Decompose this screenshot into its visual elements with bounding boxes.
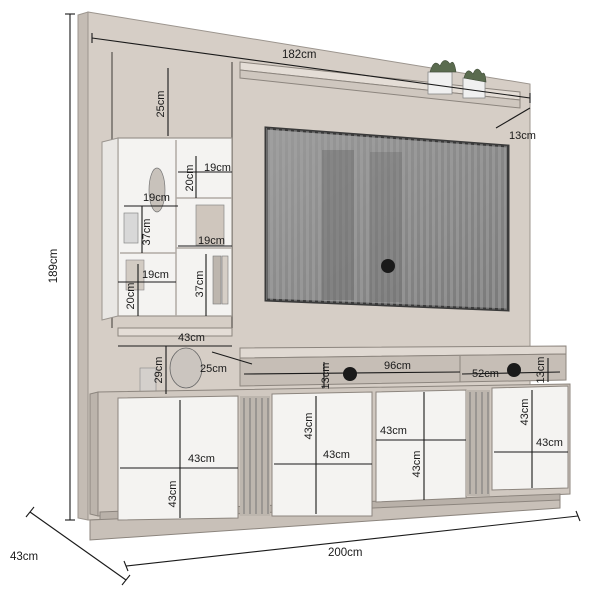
label-door-mid2-w: 43cm [380,425,407,437]
label-door-right-h: 43cm [519,399,531,426]
label-width-total: 200cm [328,547,363,559]
marker-96 [343,367,357,381]
tv-screen [264,126,510,312]
label-top-gap: 25cm [155,91,167,118]
label-shelf-depth: 13cm [509,130,536,142]
label-depth-total: 43cm [10,551,38,563]
door-left [117,395,239,521]
label-tv-shelf-13: 13cm [320,363,332,390]
tv-counter [239,345,567,387]
door-mid-1 [271,391,373,517]
label-height-total: 189cm [48,249,60,284]
label-niche-19-b: 19cm [143,192,170,204]
door-right [491,385,569,491]
label-niche-19-c: 19cm [198,235,225,247]
label-door-mid1-h: 43cm [303,413,315,440]
label-niche-37-b: 37cm [194,271,206,298]
label-width-panel: 182cm [282,49,317,61]
door-mid-2 [375,389,467,503]
label-niche-37-a: 37cm [141,219,153,246]
label-tv-shelf-96: 96cm [384,360,411,372]
label-right-52: 52cm [472,368,499,380]
slatted-panel-right [466,390,490,496]
label-lower-25: 25cm [200,363,227,375]
label-door-left-w: 43cm [188,453,215,465]
dimension-labels: 182cm 189cm 200cm 43cm 13cm 25cm 20cm 19… [10,49,563,563]
label-niche-20-b: 20cm [125,283,137,310]
label-door-left-h: 43cm [167,481,179,508]
label-niche-19-d: 19cm [142,269,169,281]
label-door-mid2-h: 43cm [411,451,423,478]
dimension-markers [343,259,521,381]
dimension-lines [25,13,581,586]
label-shelf-43: 43cm [178,332,205,344]
label-lower-29: 29cm [153,357,165,384]
label-niche-19-a: 19cm [204,162,231,174]
marker-52 [507,363,521,377]
label-door-mid1-w: 43cm [323,449,350,461]
label-door-right-w: 43cm [536,437,563,449]
niche-unit [101,137,233,321]
slatted-panel-left [240,396,270,516]
plant-decor [427,60,487,99]
lower-shelf [117,327,233,393]
label-niche-20-a: 20cm [184,165,196,192]
marker-tv [381,259,395,273]
label-right-13: 13cm [535,357,547,384]
